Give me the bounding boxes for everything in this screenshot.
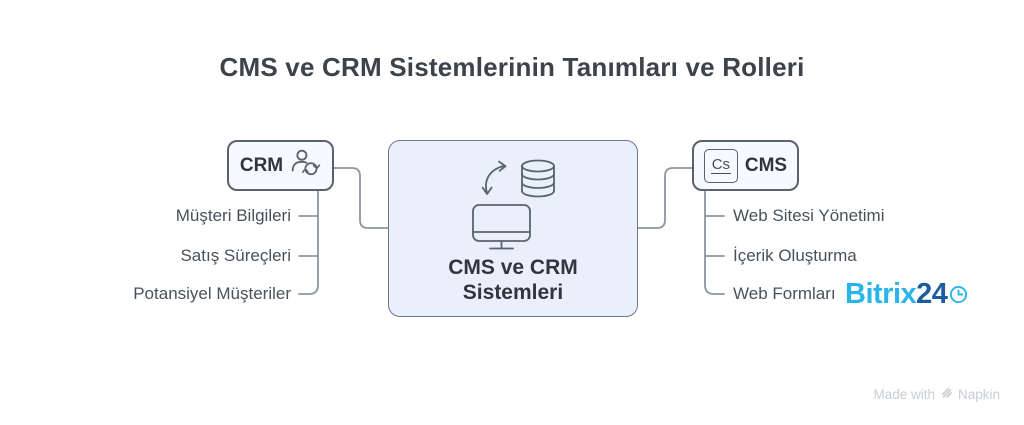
clock-icon bbox=[949, 281, 968, 310]
cms-node-label: CMS bbox=[744, 154, 788, 176]
connector-crm-branch-spine bbox=[298, 190, 319, 295]
crm-item-musteri-bilgileri: Müşteri Bilgileri bbox=[175, 206, 291, 225]
napkin-logo-icon bbox=[940, 386, 953, 402]
connector-crm-to-center bbox=[332, 167, 389, 229]
crm-item-satis-surecleri: Satış Süreçleri bbox=[180, 246, 291, 265]
page-title: CMS ve CRM Sistemlerinin Tanımları ve Ro… bbox=[219, 52, 805, 82]
napkin-watermark: Made with Napkin bbox=[873, 386, 1000, 402]
center-node-label-line2: Sistemleri bbox=[462, 281, 564, 304]
cms-item-icerik-olusturma: İçerik Oluşturma bbox=[733, 246, 857, 265]
cms-node: Cs CMS bbox=[692, 140, 799, 191]
cs-badge-text: Cs bbox=[710, 155, 732, 175]
center-node-label: CMS ve CRM Sistemleri bbox=[389, 255, 637, 305]
monitor-icon bbox=[472, 204, 531, 250]
bitrix24-logo-text-light: Bitrix bbox=[845, 278, 917, 310]
watermark-brand: Napkin bbox=[957, 386, 1000, 402]
bitrix24-logo: Bitrix 24 bbox=[845, 280, 968, 310]
database-icon bbox=[521, 159, 555, 198]
bitrix24-logo-text-dark: 24 bbox=[916, 278, 948, 310]
connector-cms-branch-spine bbox=[704, 190, 725, 295]
crm-item-potansiyel-musteriler: Potansiyel Müşteriler bbox=[133, 284, 291, 303]
center-node: CMS ve CRM Sistemleri bbox=[388, 140, 638, 317]
cs-badge-icon: Cs bbox=[703, 148, 738, 183]
cms-item-web-sitesi-yonetimi: Web Sitesi Yönetimi bbox=[733, 206, 885, 225]
cms-item-web-formlari: Web Formları bbox=[733, 284, 836, 303]
crm-node: CRM bbox=[227, 140, 334, 191]
sync-arrow-icon bbox=[481, 160, 507, 195]
crm-node-label: CRM bbox=[239, 154, 284, 176]
person-sync-icon bbox=[290, 149, 321, 182]
connector-center-to-cms bbox=[637, 167, 693, 229]
center-node-icons bbox=[472, 159, 555, 250]
center-node-label-line1: CMS ve CRM bbox=[448, 256, 578, 279]
watermark-prefix: Made with bbox=[873, 386, 935, 402]
